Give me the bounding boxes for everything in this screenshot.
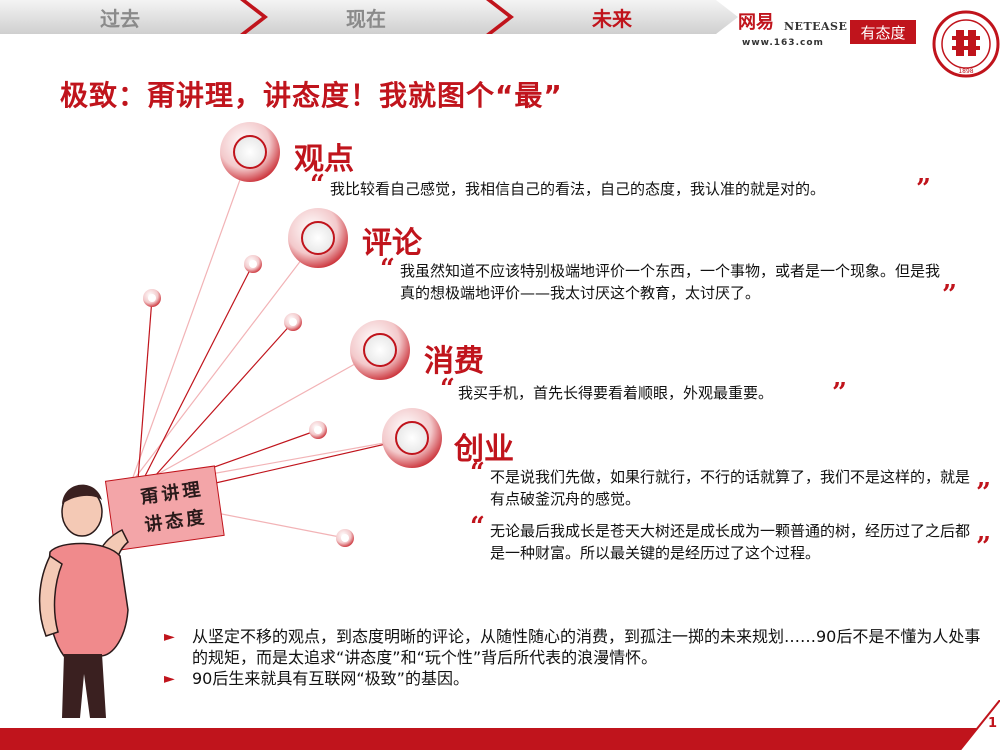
quote-open-mark: “ bbox=[380, 254, 395, 284]
netease-logo-url: www.163.com bbox=[742, 38, 824, 48]
quote-open-mark: “ bbox=[310, 170, 325, 200]
seal-year: 1898 bbox=[958, 68, 973, 75]
netease-logo-en: NETEASE bbox=[784, 20, 848, 33]
tab-present[interactable]: 现在 bbox=[346, 6, 386, 31]
quote-close-mark: ” bbox=[976, 478, 991, 508]
bullet-item: ► 90后生来就具有互联网“极致”的基因。 bbox=[164, 668, 994, 689]
bullet-text: 从坚定不移的观点，到态度明晰的评论，从随性随心的消费，到孤注一掷的未来规划……9… bbox=[192, 627, 981, 667]
quote-close-mark: ” bbox=[976, 532, 991, 562]
nav-chevrons bbox=[0, 0, 738, 34]
page-number: 1 bbox=[988, 716, 998, 731]
tab-future[interactable]: 未来 bbox=[592, 6, 632, 31]
quote-startup-2: 无论最后我成长是苍天大树还是成长成为一颗普通的树，经历过了之后都是一种财富。所以… bbox=[490, 522, 971, 562]
netease-logo-cn: 网易 bbox=[738, 12, 774, 33]
tab-past[interactable]: 过去 bbox=[100, 6, 140, 31]
youtaidu-logo: 有态度 bbox=[850, 20, 916, 44]
bullet-item: ► 从坚定不移的观点，到态度明晰的评论，从随性随心的消费，到孤注一掷的未来规划…… bbox=[164, 626, 994, 668]
bullet-arrow-icon: ► bbox=[164, 671, 175, 687]
quote-open-mark: “ bbox=[470, 458, 485, 488]
quote-comment: 我虽然知道不应该特别极端地评价一个东西，一个事物，或者是一个现象。但是我真的想极… bbox=[400, 262, 941, 302]
page-corner bbox=[960, 700, 1000, 750]
bottom-bar bbox=[0, 728, 1000, 750]
quote-viewpoint: 我比较看自己感觉，我相信自己的看法，自己的态度，我认准的就是对的。 bbox=[330, 180, 826, 198]
man-holding-sign-illustration bbox=[38, 465, 225, 718]
quote-open-mark: “ bbox=[440, 374, 455, 404]
heading-viewpoint: 观点 bbox=[294, 142, 354, 177]
peking-university-seal-icon: 1898 bbox=[932, 10, 1000, 78]
page-title: 极致：甭讲理，讲态度！我就图个“最” bbox=[60, 79, 563, 112]
bullet-arrow-icon: ► bbox=[164, 629, 175, 645]
quote-startup-1: 不是说我们先做，如果行就行，不行的话就算了，我们不是这样的，就是有点破釜沉舟的感… bbox=[490, 468, 971, 508]
heading-comment: 评论 bbox=[362, 226, 422, 261]
heading-startup: 创业 bbox=[454, 432, 514, 467]
summary-bullets: ► 从坚定不移的观点，到态度明晰的评论，从随性随心的消费，到孤注一掷的未来规划…… bbox=[164, 626, 994, 689]
bullet-text: 90后生来就具有互联网“极致”的基因。 bbox=[192, 669, 469, 688]
quote-consumption: 我买手机，首先长得要看着顺眼，外观最重要。 bbox=[458, 384, 774, 402]
heading-consumption: 消费 bbox=[424, 344, 484, 379]
quote-close-mark: ” bbox=[832, 378, 847, 408]
quote-close-mark: ” bbox=[942, 280, 957, 310]
small-nodes bbox=[143, 255, 354, 547]
netease-logo: 网易 NETEASE www.163.com bbox=[738, 8, 848, 48]
quote-open-mark: “ bbox=[470, 512, 485, 542]
quote-close-mark: ” bbox=[916, 174, 931, 204]
